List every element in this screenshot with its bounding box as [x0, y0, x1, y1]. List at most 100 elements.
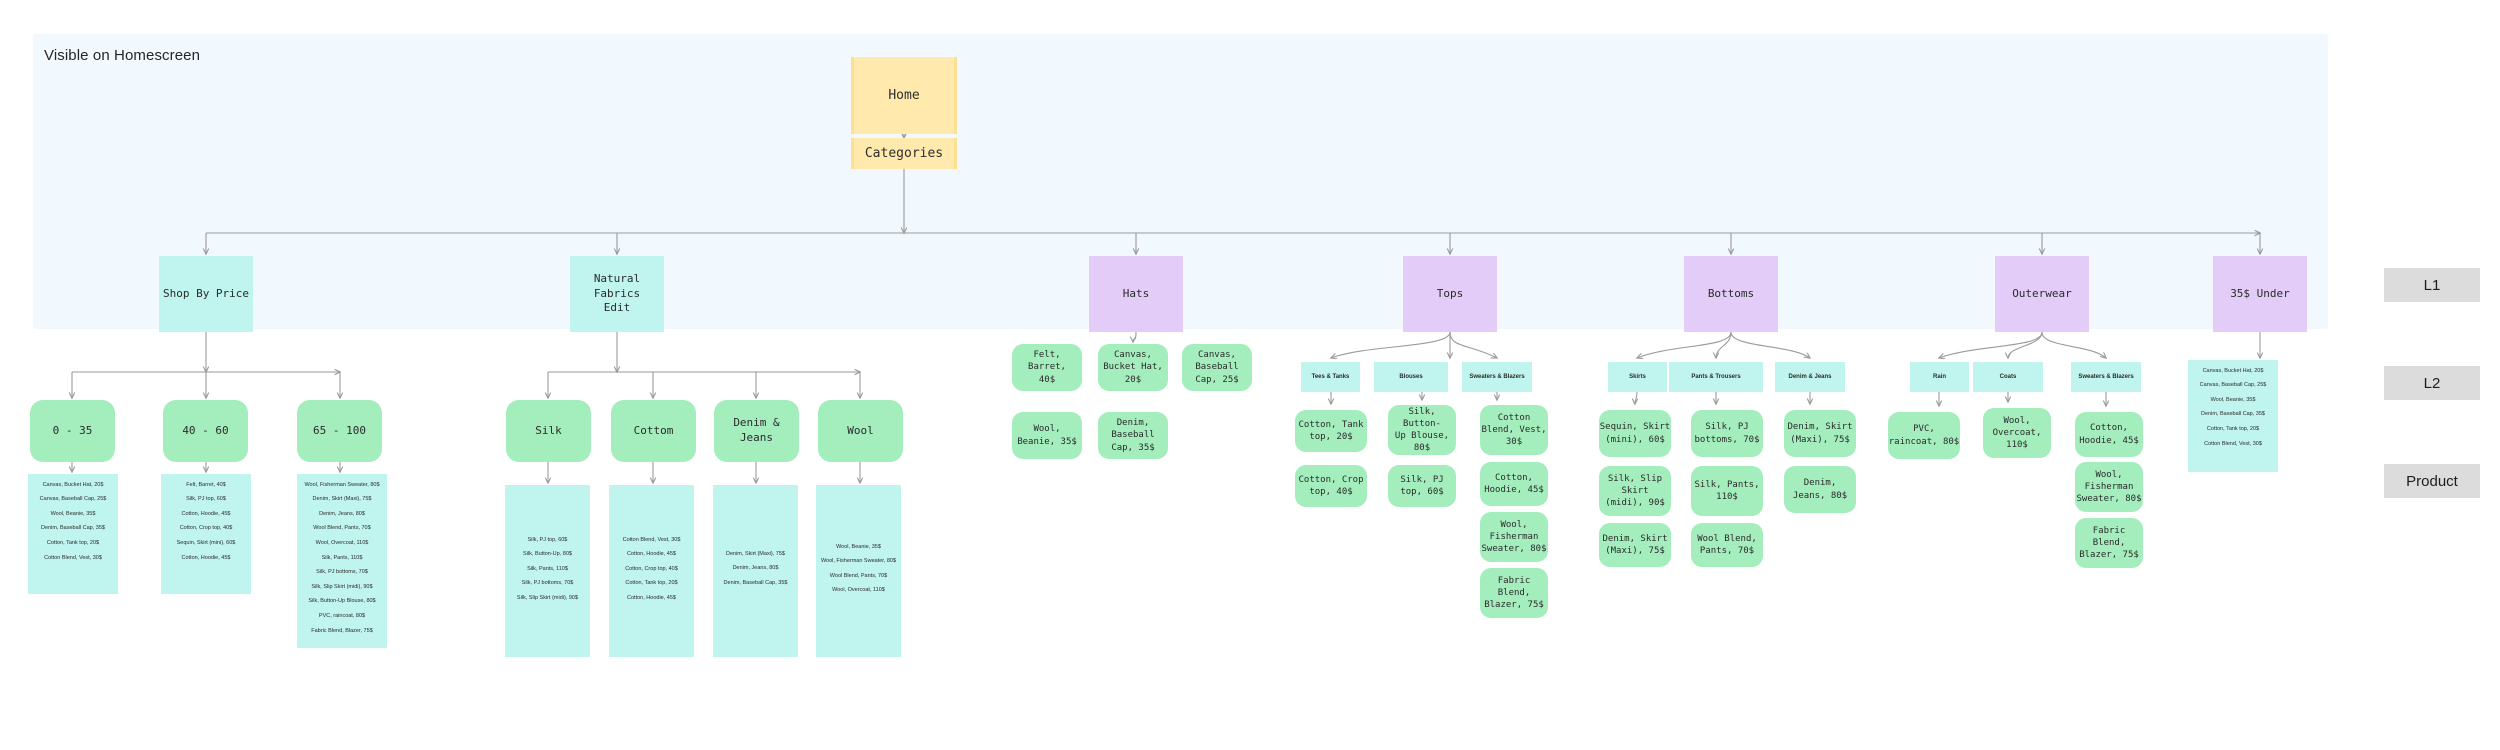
product-node-bottom-silk-pj[interactable]: Silk, PJ bottoms, 70$ — [1691, 410, 1763, 457]
product-list-under-35-products[interactable]: Canvas, Bucket Hat, 20$Canvas, Baseball … — [2188, 360, 2278, 472]
product-list-item: Silk, PJ bottoms, 70$ — [316, 569, 368, 576]
product-node-top-cotton-crop[interactable]: Cotton, Crop top, 40$ — [1295, 465, 1367, 507]
product-list-item: Cotton Blend, Vest, 30$ — [2204, 440, 2262, 447]
node-label: Home — [888, 87, 920, 103]
product-list-price-0-35-products[interactable]: Canvas, Bucket Hat, 20$Canvas, Baseball … — [28, 474, 118, 594]
product-node-bottom-wool-pants[interactable]: Wool Blend, Pants, 70$ — [1691, 523, 1763, 567]
product-node-bottom-sequin-skirt[interactable]: Sequin, Skirt (mini), 60$ — [1599, 410, 1671, 457]
node-label: Denim, Skirt (Maxi), 75$ — [1602, 533, 1668, 556]
l1-node-natural-fabrics-edit[interactable]: Natural Fabrics Edit — [570, 256, 664, 332]
l1-node-shop-by-price[interactable]: Shop By Price — [159, 256, 253, 332]
product-list-item: Felt, Barret, 40$ — [186, 481, 226, 488]
product-node-hat-canvas-bucket[interactable]: Canvas, Bucket Hat, 20$ — [1098, 344, 1168, 391]
product-list-item: Cotton, Tank top, 20$ — [2206, 426, 2260, 433]
node-label: Wool — [847, 423, 874, 437]
product-list-item: Fabric Blend, Blazer, 75$ — [311, 627, 373, 634]
node-label: Cotton, Crop top, 40$ — [1298, 474, 1364, 497]
product-node-outer-cotton-hoodie[interactable]: Cotton, Hoodie, 45$ — [2075, 412, 2143, 457]
product-list-cotton-products[interactable]: Cotton Blend, Vest, 30$ Cotton, Hoodie, 4… — [609, 485, 694, 657]
l1-node-tops[interactable]: Tops — [1403, 256, 1497, 332]
product-node-outer-wool-sweater[interactable]: Wool, Fisherman Sweater, 80$ — [2075, 462, 2143, 512]
product-list-item: Canvas, Baseball Cap, 25$ — [2199, 382, 2267, 389]
legend-label: L2 — [2423, 374, 2441, 392]
l2-node-fabric-silk[interactable]: Silk — [506, 400, 591, 462]
product-list-item: Cotton, Tank top, 20$ — [46, 540, 100, 547]
product-list-silk-products[interactable]: Silk, PJ top, 60$Silk, Button-Up, 80$Sil… — [505, 485, 590, 657]
node-label: Tees & Tanks — [1311, 373, 1350, 380]
l2-node-pants-and-trousers[interactable]: Pants & Trousers — [1669, 362, 1763, 392]
product-node-top-silk-pj[interactable]: Silk, PJ top, 60$ — [1388, 465, 1456, 507]
l2-node-outerwear-sweaters[interactable]: Sweaters & Blazers — [2071, 362, 2141, 392]
l2-node-price-65-100[interactable]: 65 - 100 — [297, 400, 382, 462]
legend-l2: L2 — [2384, 366, 2480, 400]
root-node-home[interactable]: Home — [851, 57, 957, 134]
l1-node-bottoms[interactable]: Bottoms — [1684, 256, 1778, 332]
l2-node-rain[interactable]: Rain — [1910, 362, 1969, 392]
product-list-item: Wool Blend, Pants, 70$ — [313, 525, 371, 532]
node-label: Denim, Baseball Cap, 35$ — [1111, 418, 1155, 453]
product-node-top-silk-blouse[interactable]: Silk, Button- Up Blouse, 80$ — [1388, 405, 1456, 455]
product-list-item: Cotton, Hoodie, 45$ — [627, 551, 676, 558]
product-list-item: Wool Blend, Pants, 70$ — [829, 572, 888, 579]
product-node-hat-canvas-baseball[interactable]: Canvas, Baseball Cap, 25$ — [1182, 344, 1252, 391]
node-label: Fabric Blend, Blazer, 75$ — [2079, 525, 2139, 561]
product-list-item: Silk, Pants, 110$ — [321, 554, 363, 561]
l1-node-hats[interactable]: Hats — [1089, 256, 1183, 332]
product-node-bottom-denim-skirt-maxi[interactable]: Denim, Skirt (Maxi), 75$ — [1599, 523, 1671, 567]
product-list-price-40-60-products[interactable]: Felt, Barret, 40$Silk, PJ top, 60$Cotton… — [161, 474, 251, 594]
product-list-item: Cotton Blend, Vest, 30$ — [622, 536, 681, 543]
product-list-item: Silk, Button-Up, 80$ — [523, 551, 572, 558]
product-list-item: Wool, Beanie, 35$ — [836, 543, 881, 550]
l2-node-price-40-60[interactable]: 40 - 60 — [163, 400, 248, 462]
node-label: Rain — [1932, 373, 1946, 380]
product-node-hat-wool-beanie[interactable]: Wool, Beanie, 35$ — [1012, 412, 1082, 459]
node-label: Cottom — [633, 423, 674, 437]
product-node-top-cotton-hoodie[interactable]: Cotton, Hoodie, 45$ — [1480, 462, 1548, 506]
l2-node-fabric-wool[interactable]: Wool — [818, 400, 903, 462]
product-node-outer-wool-overcoat[interactable]: Wool, Overcoat, 110$ — [1983, 408, 2051, 458]
product-node-hat-felt-barret[interactable]: Felt, Barret, 40$ — [1012, 344, 1082, 391]
product-node-bottom-denim-skirt[interactable]: Denim, Skirt (Maxi), 75$ — [1784, 410, 1856, 457]
product-node-bottom-silk-slip-skirt[interactable]: Silk, Slip Skirt (midi), 90$ — [1599, 466, 1671, 516]
product-list-item: Cotton, Tank top, 20$ — [625, 580, 678, 587]
legend-l1: L1 — [2384, 268, 2480, 302]
l2-node-coats[interactable]: Coats — [1973, 362, 2043, 392]
product-list-item: Canvas, Baseball Cap, 25$ — [39, 496, 107, 503]
node-label: Categories — [864, 145, 944, 161]
l1-node-35-under[interactable]: 35$ Under — [2213, 256, 2307, 332]
product-list-item: Wool, Beanie, 35$ — [2210, 396, 2256, 403]
product-list-item: Cotton Blend, Vest, 30$ — [44, 554, 102, 561]
product-node-outer-fabric-blazer[interactable]: Fabric Blend, Blazer, 75$ — [2075, 518, 2143, 568]
node-label: Denim, Skirt (Maxi), 75$ — [1787, 422, 1853, 445]
node-label: Tops — [1436, 286, 1464, 300]
l2-node-denim-and-jeans[interactable]: Denim & Jeans — [1775, 362, 1845, 392]
product-list-price-65-100-products[interactable]: Wool, Fisherman Sweater, 80$Denim, Skirt… — [297, 474, 387, 648]
l2-node-tees-and-tanks[interactable]: Tees & Tanks — [1301, 362, 1360, 392]
node-label: Cotton Blend, Vest, 30$ — [1481, 412, 1547, 448]
node-label: Natural Fabrics Edit — [593, 271, 641, 315]
l2-node-skirts[interactable]: Skirts — [1608, 362, 1667, 392]
node-label: Silk, Button- Up Blouse, 80$ — [1394, 406, 1450, 454]
product-node-top-fabric-blazer[interactable]: Fabric Blend, Blazer, 75$ — [1480, 568, 1548, 618]
product-node-outer-pvc-raincoat[interactable]: PVC, raincoat, 80$ — [1888, 412, 1960, 459]
l2-node-sweaters-and-blazers[interactable]: Sweaters & Blazers — [1462, 362, 1532, 392]
l2-node-fabric-cotton[interactable]: Cottom — [611, 400, 696, 462]
product-node-top-wool-sweater[interactable]: Wool, Fisherman Sweater, 80$ — [1480, 512, 1548, 562]
product-node-bottom-denim-jeans[interactable]: Denim, Jeans, 80$ — [1784, 466, 1856, 513]
product-node-bottom-silk-pants[interactable]: Silk, Pants, 110$ — [1691, 466, 1763, 516]
node-label: Wool, Overcoat, 110$ — [1992, 415, 2042, 451]
product-node-hat-denim-baseball[interactable]: Denim, Baseball Cap, 35$ — [1098, 412, 1168, 459]
root-node-categories[interactable]: Categories — [851, 138, 957, 169]
product-list-item: Wool, Fisherman Sweater, 80$ — [304, 481, 380, 488]
l1-node-outerwear[interactable]: Outerwear — [1995, 256, 2089, 332]
product-node-top-cotton-vest[interactable]: Cotton Blend, Vest, 30$ — [1480, 405, 1548, 455]
l2-node-blouses[interactable]: Blouses — [1374, 362, 1448, 392]
l2-node-fabric-denim[interactable]: Denim & Jeans — [714, 400, 799, 462]
l2-node-price-0-35[interactable]: 0 - 35 — [30, 400, 115, 462]
product-list-denim-products[interactable]: Denim, Skirt (Maxi), 75$Denim, Jeans, 80… — [713, 485, 798, 657]
product-node-top-cotton-tank[interactable]: Cotton, Tank top, 20$ — [1295, 410, 1367, 452]
node-label: Wool Blend, Pants, 70$ — [1697, 533, 1757, 556]
product-list-wool-products[interactable]: Wool, Beanie, 35$Wool, Fisherman Sweater… — [816, 485, 901, 657]
product-list-item: Cotton, Crop top, 40$ — [179, 525, 233, 532]
node-label: Silk, PJ top, 60$ — [1400, 474, 1444, 497]
